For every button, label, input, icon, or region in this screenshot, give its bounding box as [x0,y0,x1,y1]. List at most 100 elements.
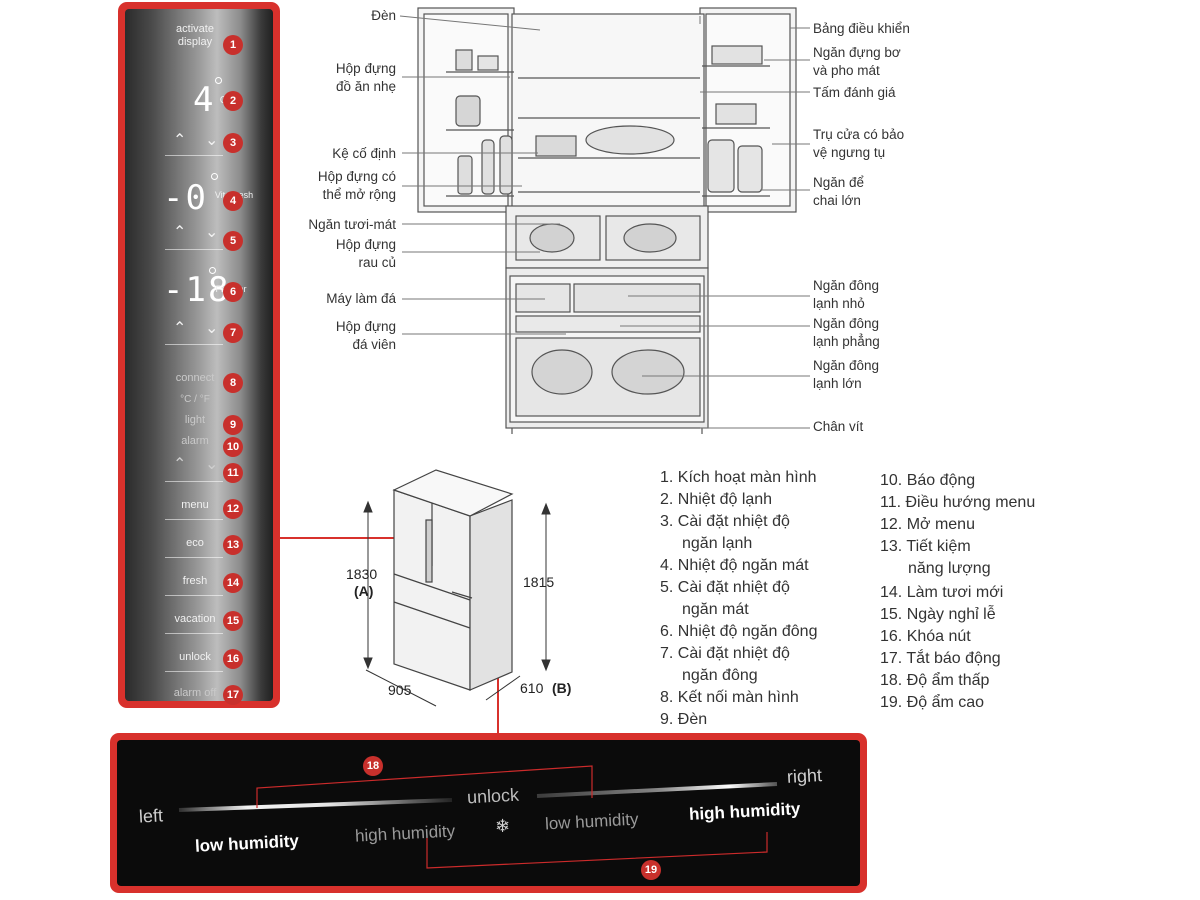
divider [165,633,223,634]
legend-item-7: 7. Cài đặt nhiệt độ [660,645,790,662]
legend-item-17: 17. Tắt báo động [880,650,1001,667]
label-tru-cua-1: Trụ cửa có bảo [813,127,905,142]
bracket-18 [256,765,593,808]
slider-track-right [536,782,778,798]
legend-item-3: 3. Cài đặt nhiệt độ [660,513,790,530]
label-may-lam-da: Máy làm đá [326,291,396,306]
label-ngan-chai-2: chai lớn [813,193,861,208]
legend-item-14: 14. Làm tươi mới [880,584,1004,601]
cool-temperature-display: 4 [193,80,216,120]
legend-item-6: 6. Nhiệt độ ngăn đông [660,623,818,640]
badge-10: 10 [223,437,243,457]
fridge-front-view [417,7,797,434]
vacation-button[interactable]: vacation [174,613,216,625]
activate-display-button[interactable]: activate display [176,23,214,48]
right-button[interactable]: right [786,765,823,787]
badge-3: 3 [223,133,243,153]
dimension-height-a-tag: (A) [354,583,374,599]
menu-button[interactable]: menu [181,499,209,511]
legend-item-12: 12. Mở menu [880,516,975,533]
fridge-isometric-view [392,469,514,691]
divider [165,155,223,156]
freezer-down-arrow-icon[interactable]: ⌄ [205,320,219,337]
light-button[interactable]: light [184,414,206,426]
control-panel: activate display 4 Cool ⌃ ⌄ -0 VitaFresh… [125,9,273,705]
fresh-button[interactable]: fresh [182,575,208,587]
label-ke-co-dinh: Kệ cố định [332,146,396,161]
degree-symbol [209,267,216,274]
label-tam-danh-gia: Tấm đánh giá [813,85,896,100]
label-bang-dieu-khien: Bảng điều khiển [813,21,910,36]
left-button[interactable]: left [138,805,164,827]
legend-item-5-cont: ngăn mát [682,601,749,618]
label-dong-lon-1: Ngăn đông [813,358,880,373]
badge-5: 5 [223,231,243,251]
vitafresh-down-arrow-icon[interactable]: ⌄ [205,224,219,241]
legend-item-3-cont: ngăn lạnh [682,535,753,552]
legend-item-16: 16. Khóa nút [880,628,971,645]
badge-2: 2 [223,91,243,111]
connect-button[interactable]: connect [175,372,215,384]
unlock-button[interactable]: unlock [179,651,211,663]
badge-11: 11 [223,463,243,483]
legend-item-19: 19. Độ ẩm cao [880,694,985,711]
badge-16: 16 [223,649,243,669]
label-hop-dung-do-an-nhe-2: đồ ăn nhẹ [335,79,396,94]
badge-7: 7 [223,323,243,343]
legend-item-10: 10. Báo động [880,472,976,489]
menu-down-arrow-icon[interactable]: ⌄ [205,456,219,473]
label-ngan-tuoi-mat: Ngăn tươi-mát [308,217,396,232]
divider [165,519,223,520]
legend-item-8: 8. Kết nối màn hình [660,689,799,706]
cool-up-arrow-icon[interactable]: ⌃ [173,132,187,149]
menu-up-arrow-icon[interactable]: ⌃ [173,456,187,473]
badge-14: 14 [223,573,243,593]
label-hop-mo-rong-1: Hộp đựng có [317,169,396,184]
legend-item-13-cont: năng lượng [908,560,991,577]
legend-item-2: 2. Nhiệt độ lạnh [660,491,773,508]
degree-symbol [211,173,218,180]
alarm-off-button[interactable]: alarm off [173,687,217,699]
eco-button[interactable]: eco [186,537,204,549]
freezer-up-arrow-icon[interactable]: ⌃ [173,320,187,337]
badge-19: 19 [641,860,661,880]
legend-item-5: 5. Cài đặt nhiệt độ [660,579,790,596]
vitafresh-temperature-display: -0 [163,178,208,218]
label-hop-rau-cu-1: Hộp đựng [335,237,396,252]
unlock-label[interactable]: unlock [466,784,520,808]
legend-item-4: 4. Nhiệt độ ngăn mát [660,557,809,574]
callout-lines [399,15,810,429]
label-ngan-chai-1: Ngăn để [813,175,865,190]
humidity-panel-frame: 18 19 left right unlock low humidity hig… [110,733,867,893]
legend-item-13: 13. Tiết kiệm [880,538,971,555]
divider [165,557,223,558]
bracket-19 [426,832,768,869]
badge-4: 4 [223,191,243,211]
control-panel-frame: activate display 4 Cool ⌃ ⌄ -0 VitaFresh… [118,2,280,708]
label-hop-da-vien-2: đá viên [352,337,396,352]
slider-track-left [178,798,453,812]
label-den: Đèn [371,8,396,23]
unit-toggle[interactable]: °C / °F [180,394,210,405]
label-dong-nho-1: Ngăn đông [813,278,880,293]
snowflake-icon: ❄ [495,816,511,836]
legend-item-1: 1. Kích hoạt màn hình [660,469,817,486]
divider [165,671,223,672]
badge-9: 9 [223,415,243,435]
label-hop-dung-do-an-nhe-1: Hộp đựng [335,61,396,76]
dimension-depth-tag: (B) [552,680,572,696]
legend-item-9: 9. Đèn [660,711,708,728]
label-dong-nho-2: lạnh nhỏ [813,296,865,311]
vitafresh-up-arrow-icon[interactable]: ⌃ [173,224,187,241]
dimension-depth: 610 [520,680,544,696]
badge-6: 6 [223,282,243,302]
dimension-lines [363,500,551,707]
label-ngan-bo-1: Ngăn đựng bơ [813,45,901,60]
alarm-button[interactable]: alarm [181,435,209,447]
label-chan-vit: Chân vít [813,419,864,434]
label-dong-phang-2: lạnh phẳng [813,334,880,349]
label-tru-cua-2: vệ ngưng tụ [813,145,886,160]
cool-down-arrow-icon[interactable]: ⌄ [205,132,219,149]
badge-17: 17 [223,685,243,705]
badge-1: 1 [223,35,243,55]
